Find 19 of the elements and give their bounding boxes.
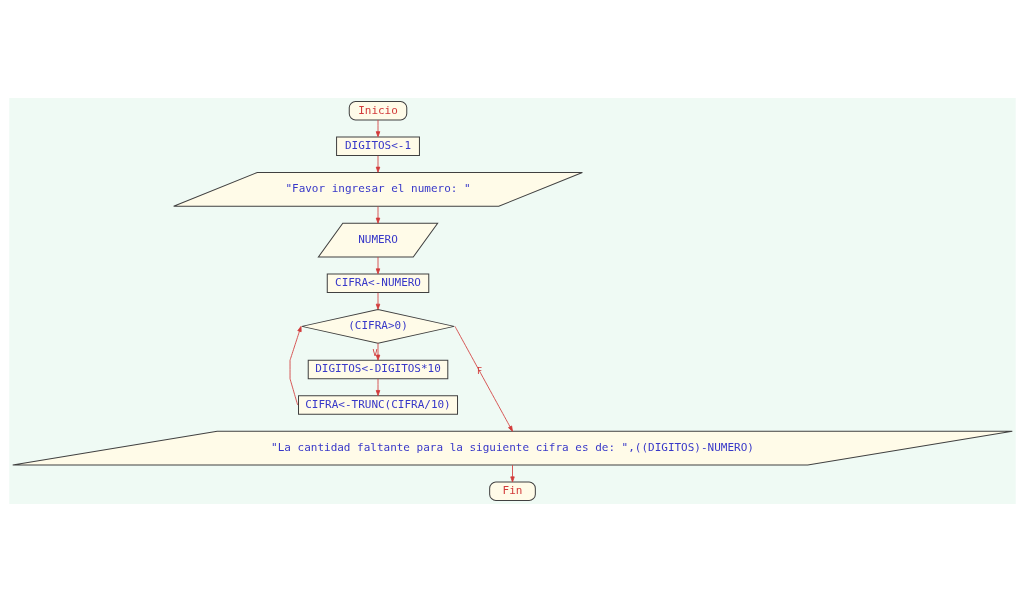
arrow	[375, 342, 380, 361]
node-box: DIGITOS<-1	[335, 135, 420, 156]
node-box: Inicio	[348, 100, 407, 120]
node-diamond: (CIFRA>0)	[300, 308, 455, 344]
arrow	[375, 256, 380, 274]
arrow	[375, 205, 380, 224]
node-box: Fin	[488, 481, 536, 501]
edge-label: V	[372, 347, 378, 358]
edge-label: F	[476, 365, 482, 376]
arrow	[289, 325, 302, 405]
arrow	[375, 154, 380, 173]
arrow	[509, 464, 515, 482]
arrow	[375, 291, 380, 310]
node-box: CIFRA<-NUMERO	[326, 272, 429, 293]
arrow	[375, 119, 380, 137]
arrow	[454, 325, 513, 432]
node-box: DIGITOS<-DIGITOS*10	[307, 359, 448, 379]
arrow	[375, 377, 380, 396]
node-box: CIFRA<-TRUNC(CIFRA/10)	[297, 394, 458, 415]
